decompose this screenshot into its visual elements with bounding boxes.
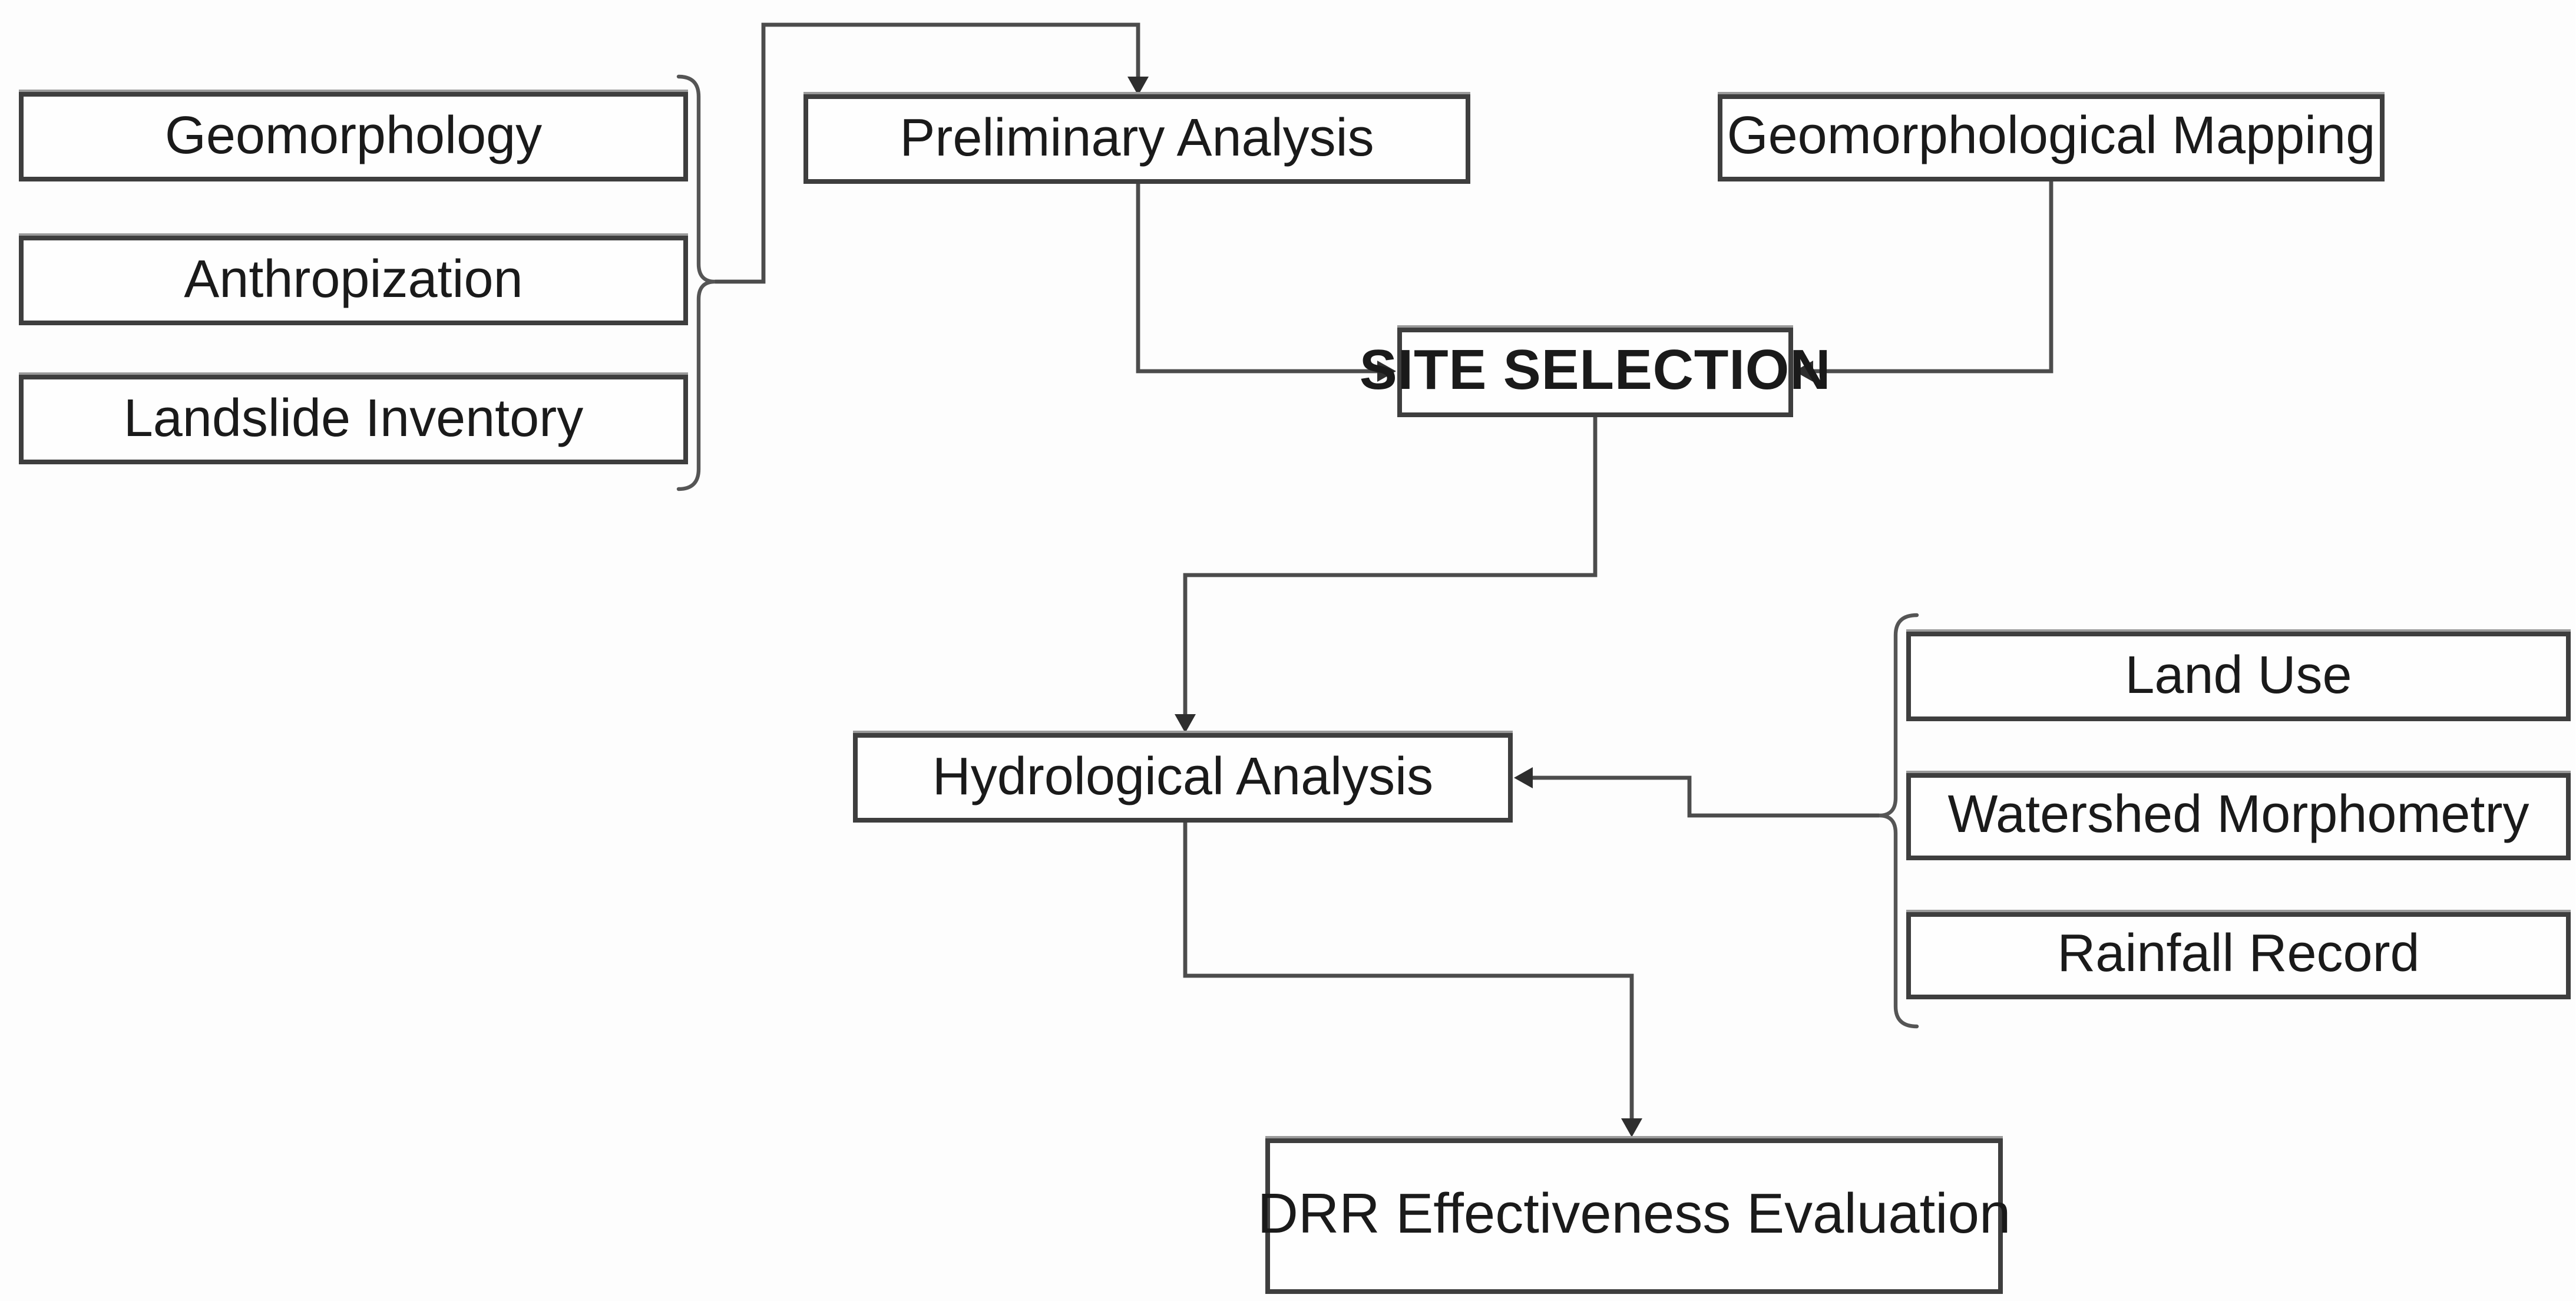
node-watershed-morphometry: Watershed Morphometry xyxy=(1906,773,2571,860)
node-hydrological-analysis-label: Hydrological Analysis xyxy=(932,747,1434,805)
node-geomorphology: Geomorphology xyxy=(19,92,688,181)
node-landslide-inventory: Landslide Inventory xyxy=(19,375,688,464)
arrowhead-left-hydrological xyxy=(1514,767,1533,788)
arrowhead-down-hydrological xyxy=(1175,714,1196,733)
node-land-use-label: Land Use xyxy=(2125,645,2352,704)
node-site-selection: SITE SELECTION xyxy=(1360,328,1831,417)
arrowhead-down-drr xyxy=(1621,1118,1642,1137)
edge-hydrological-to-drr xyxy=(1183,823,1634,1120)
arrowhead-down-preliminary xyxy=(1127,77,1149,95)
arrowhead-right-site xyxy=(1377,361,1396,382)
node-geomorphological-mapping: Geomorphological Mapping xyxy=(1718,94,2385,181)
edge-preliminary-to-site xyxy=(1136,184,1378,374)
node-preliminary-analysis: Preliminary Analysis xyxy=(803,94,1470,184)
node-geomorphology-label: Geomorphology xyxy=(164,105,543,164)
node-watershed-morphometry-label: Watershed Morphometry xyxy=(1947,785,2529,844)
node-rainfall-record-label: Rainfall Record xyxy=(2057,924,2420,983)
edge-leftgroup-to-preliminary xyxy=(715,22,1140,284)
node-anthropization: Anthropization xyxy=(19,236,688,325)
node-anthropization-label: Anthropization xyxy=(184,249,523,308)
node-landslide-inventory-label: Landslide Inventory xyxy=(123,388,584,447)
edge-site-to-hydrological xyxy=(1183,417,1598,715)
node-drr-effectiveness-evaluation-label: DRR Effectiveness Evaluation xyxy=(1257,1183,2011,1247)
edge-geomapping-to-site xyxy=(1812,181,2053,374)
node-geomorphological-mapping-label: Geomorphological Mapping xyxy=(1727,107,2376,166)
node-hydrological-analysis: Hydrological Analysis xyxy=(853,733,1513,823)
node-rainfall-record: Rainfall Record xyxy=(1906,912,2571,999)
node-preliminary-analysis-label: Preliminary Analysis xyxy=(900,108,1374,167)
node-drr-effectiveness-evaluation: DRR Effectiveness Evaluation xyxy=(1258,1138,2010,1294)
node-land-use: Land Use xyxy=(1906,632,2571,721)
arrowhead-left-site xyxy=(1794,361,1813,382)
edge-rightgroup-to-hydrological xyxy=(1532,775,1879,818)
node-site-selection-label: SITE SELECTION xyxy=(1359,339,1831,403)
